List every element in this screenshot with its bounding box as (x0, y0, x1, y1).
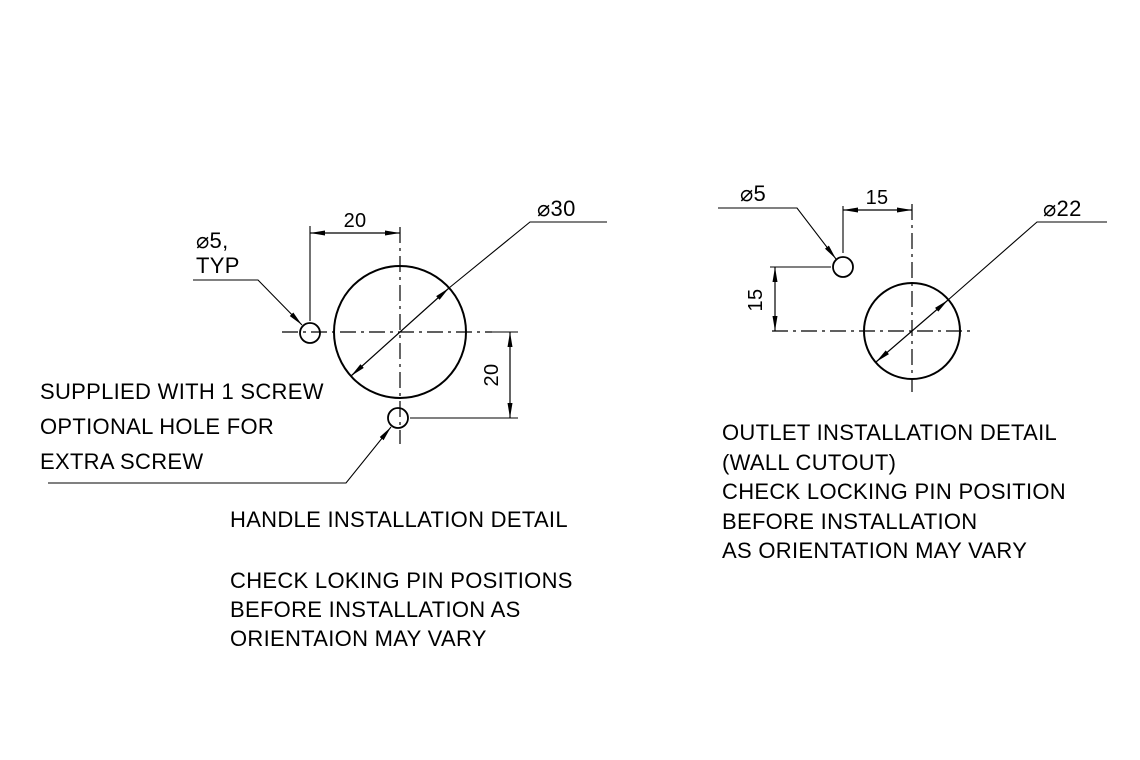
handle-view-title: HANDLE INSTALLATION DETAIL (230, 507, 568, 532)
dia5-typ-label-line1: ⌀5, (196, 228, 229, 253)
dia22-label: ⌀22 (1043, 196, 1082, 221)
screw-note-line-3: EXTRA SCREW (40, 449, 203, 474)
screw-note-line-1: SUPPLIED WITH 1 SCREW (40, 379, 324, 404)
leader-line-dia22 (947, 221, 1107, 301)
outlet-view-title: OUTLET INSTALLATION DETAIL (722, 420, 1057, 445)
outlet-view-note-line-3: BEFORE INSTALLATION (722, 509, 978, 534)
handle-view-note-line-3: ORIENTAION MAY VARY (230, 626, 487, 651)
diameter-chord-line-dia30 (350, 287, 450, 377)
dim-15-horizontal-label: 15 (866, 187, 889, 209)
diameter-chord-line-dia22 (875, 299, 949, 363)
leader-line-screw-note (48, 426, 392, 484)
leader-line-dia5-typ (193, 279, 303, 326)
dim-20-horizontal-label: 20 (344, 210, 367, 232)
screw-note-line-2: OPTIONAL HOLE FOR (40, 414, 274, 439)
outlet-dia5-label: ⌀5 (740, 181, 766, 206)
outlet-view-note-line-1: (WALL CUTOUT) (722, 450, 896, 475)
handle-installation-view: 20 20 ⌀30 ⌀5, TYP SUPPLIED WITH 1 SCREW … (40, 196, 607, 651)
outlet-cutout-circle-dia22 (863, 282, 961, 380)
outlet-view-note-line-4: AS ORIENTATION MAY VARY (722, 538, 1027, 563)
handle-view-note-line-2: BEFORE INSTALLATION AS (230, 597, 521, 622)
leader-line-outlet-dia5 (718, 207, 837, 260)
screw-hole-bottom-circle (387, 407, 409, 429)
leader-line-dia30 (448, 221, 607, 289)
outlet-installation-view: 15 15 ⌀5 ⌀22 OUTLET INSTALLATION DETAIL … (718, 181, 1107, 563)
locking-pin-hole-circle (832, 256, 854, 278)
outlet-view-note-line-2: CHECK LOCKING PIN POSITION (722, 479, 1066, 504)
dim-15-vertical-label: 15 (745, 289, 767, 312)
screw-hole-left-circle (299, 322, 321, 344)
dia5-typ-label-line2: TYP (196, 253, 240, 278)
handle-cutout-circle-dia30 (333, 265, 467, 399)
handle-view-note-line-1: CHECK LOKING PIN POSITIONS (230, 568, 573, 593)
dia30-label: ⌀30 (537, 196, 576, 221)
dim-20-vertical-label: 20 (481, 364, 503, 387)
